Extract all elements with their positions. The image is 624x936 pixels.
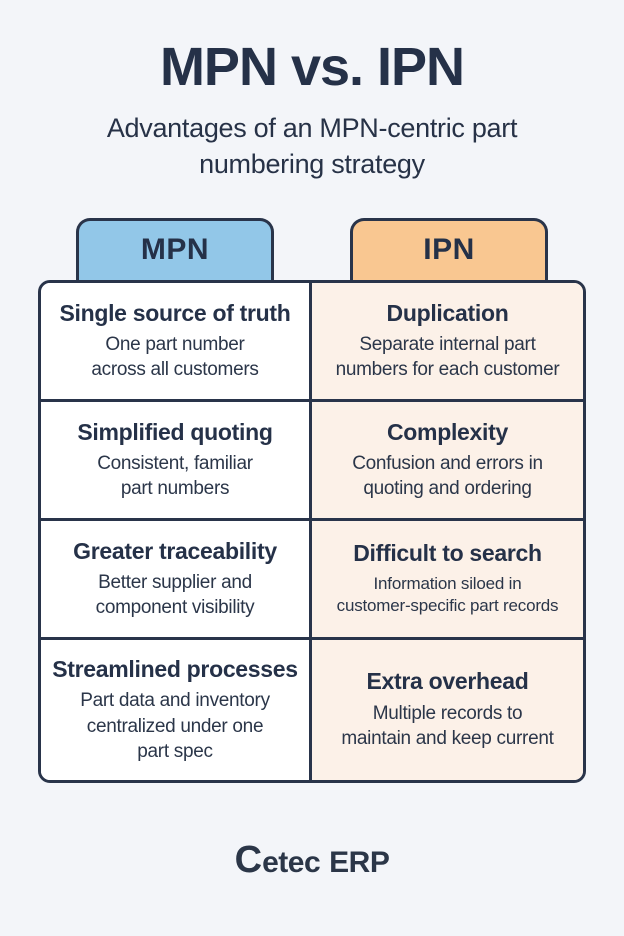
cell-body: Separate internal part numbers for each … [335,334,560,381]
cell-heading: Greater traceability [73,537,277,564]
cell-body: One part number across all customers [91,334,259,381]
table-cell-ipn-row2: Complexity Confusion and errors in quoti… [312,401,583,521]
logo-text-etec: etec [262,845,321,879]
cell-body: Consistent, familiar part numbers [97,453,253,500]
table-cell-mpn-row1: Single source of truth One part number a… [41,282,312,402]
table-cell-ipn-row4: Extra overhead Multiple records to maint… [312,639,583,780]
cell-heading: Complexity [387,418,508,445]
cell-body: Multiple records to maintain and keep cu… [341,703,554,750]
cell-body: Confusion and errors in quoting and orde… [352,453,543,500]
table-cell-mpn-row3: Greater traceability Better supplier and… [41,520,312,640]
table-cell-mpn-row4: Streamlined processes Part data and inve… [41,639,312,780]
cell-body: Better supplier and component visibility [95,572,255,619]
page-title: MPN vs. IPN [159,37,465,97]
cell-heading: Duplication [386,299,509,326]
table-cell-mpn-row2: Simplified quoting Consistent, familiar … [41,401,312,521]
column-tabs: MPN IPN [38,217,586,280]
cell-heading: Single source of truth [59,299,291,326]
cell-body: Part data and inventory centralized unde… [80,690,270,762]
cell-heading: Simplified quoting [77,418,273,445]
mpn-tab-slot: MPN [38,217,312,280]
cell-heading: Difficult to search [353,540,542,567]
ipn-tab: IPN [350,217,548,280]
table-cell-ipn-row3: Difficult to search Information siloed i… [312,520,583,640]
comparison-table: Single source of truth One part number a… [38,279,586,783]
cetec-erp-logo: C [234,838,263,881]
page-subtitle: Advantages of an MPN-centric part number… [106,113,518,180]
ipn-tab-slot: IPN [312,217,586,280]
table-cell-ipn-row1: Duplication Separate internal part numbe… [312,282,583,402]
cell-body: Information siloed in customer-specific … [336,573,559,616]
cell-heading: Streamlined processes [52,655,298,682]
mpn-tab: MPN [76,217,274,280]
logo-text-erp: ERP [329,845,390,879]
cell-heading: Extra overhead [366,668,529,695]
